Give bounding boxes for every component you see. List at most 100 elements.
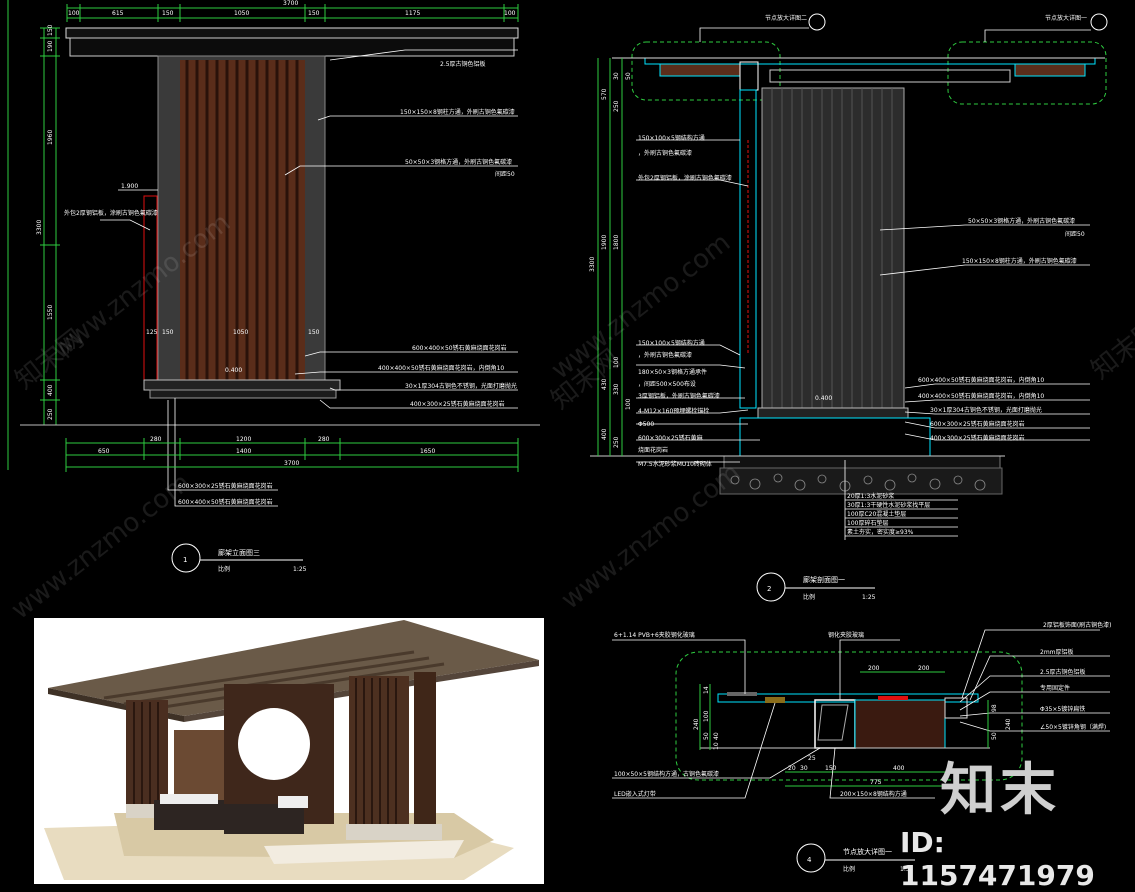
- detail-glass: [727, 692, 757, 696]
- detail-scale: 1:5: [900, 866, 910, 873]
- section-note-l2: ，外刷古铜色氟碳漆: [638, 149, 692, 157]
- detail-dim-l5: 40: [713, 732, 720, 740]
- section-dim-4: 250: [613, 100, 620, 112]
- elev-base-slab: [143, 379, 341, 391]
- section-note-r5: 400×400×50锈石黄麻烧面花岗岩，内倒角10: [918, 392, 1044, 400]
- detail-fixing: [944, 697, 968, 719]
- elev-top-dim-5: 150: [308, 10, 320, 17]
- watermark-logo: 知末: [940, 758, 1060, 823]
- section-base-slab: [757, 407, 909, 419]
- section-note-l9: 4-M12×160预埋螺栓锚栓: [638, 407, 709, 415]
- section-note-l11: 600×300×25锈石黄麻: [638, 434, 703, 442]
- elev-bot-dim-2: 1200: [236, 436, 251, 443]
- elev-top-dim-6: 1175: [405, 10, 420, 17]
- elev-left-dim-2: 190: [47, 40, 54, 52]
- detail-number-circle: [796, 843, 826, 873]
- watermark-site-4: www.znzmo.com: [556, 458, 746, 616]
- detail-note-r5: ∠50×5镀锌角钢（满焊): [1040, 723, 1106, 731]
- elev-level: 1.900: [121, 183, 138, 190]
- section-note-r7: 600×300×25锈石黄麻烧面花岗岩: [930, 420, 1025, 428]
- detail-note-b3: 200×150×8钢结构方通: [840, 790, 907, 798]
- elev-bot-total: 3700: [284, 460, 299, 467]
- elev-note-10: 600×300×25锈石黄麻烧面花岗岩: [178, 482, 273, 490]
- elev-note-3: 50×50×3钢格方通，外刷古铜色氟碳漆: [405, 158, 512, 166]
- elev-note-8: 30×1厚304古铜色不锈钢，光面打磨抛光: [405, 382, 517, 390]
- detail-note-t3: 2厚铝板饰面(刷古铜色漆): [1043, 621, 1112, 629]
- detail-dim-r3: 240: [1005, 718, 1012, 730]
- detail-dim-b2: 30: [800, 765, 808, 772]
- detail-title: 节点放大详图一: [843, 847, 892, 856]
- section-note-l12: 烧面花岗岩: [638, 446, 668, 454]
- detail-note-t2: 钢化夹胶玻璃: [828, 631, 864, 639]
- section-note-l5: ，外刷古铜色氟碳漆: [638, 351, 692, 359]
- detail-top-plate: [717, 693, 979, 703]
- elev-top-dim-3: 150: [162, 10, 174, 17]
- section-dim-7: 100: [613, 356, 620, 368]
- section-roof-line: [644, 57, 1096, 65]
- detail-tag-right: 节点放大详图一: [1045, 14, 1087, 22]
- detail-note-b2: LED嵌入式灯带: [614, 790, 656, 798]
- elev-number: 1: [183, 556, 187, 564]
- section-foundation: [739, 417, 931, 457]
- section-side-post: [739, 89, 757, 409]
- section-number-circle: [756, 572, 786, 602]
- detail-red-plate: [878, 696, 908, 700]
- section-footing: [723, 455, 1001, 469]
- elev-note-11: 600×400×50锈石黄麻烧面花岗岩: [178, 498, 273, 506]
- section-note-l1: 150×100×5钢结构方通: [638, 134, 705, 142]
- detail-bubble-right: [947, 41, 1107, 105]
- detail-note-r2: 2.5厚古铜色铝板: [1040, 668, 1086, 676]
- section-note-l13: M7.5水泥砂浆MU10砖砌体: [638, 460, 712, 468]
- elev-bot2-dim-3: 1650: [420, 448, 435, 455]
- section-roof-member-left: [659, 63, 741, 77]
- elev-title: 廊架立面图三: [218, 548, 260, 557]
- section-note-r6: 30×1厚304古铜色不锈钢，光面打磨抛光: [930, 406, 1042, 414]
- section-roof-joint: [739, 61, 759, 91]
- elev-bot-dim-3: 280: [318, 436, 330, 443]
- detail-dim-t2: 200: [918, 665, 930, 672]
- section-scale: 1:25: [862, 594, 876, 601]
- watermark-site-2: www.znzmo.com: [6, 468, 196, 626]
- elev-note-6: 600×400×50锈石黄麻烧面花岗岩: [412, 344, 507, 352]
- detail-dim-b3: 150: [825, 765, 837, 772]
- section-foundation-3: 100厚C20混凝土垫层: [847, 510, 906, 518]
- detail-dim-l3: 100: [703, 710, 710, 722]
- section-dim-8: 430: [601, 378, 608, 390]
- section-dim-6: 1800: [613, 235, 620, 250]
- watermark-site-3: www.znzmo.com: [546, 228, 736, 386]
- detail-dim-l1: 14: [703, 686, 710, 694]
- detail-note-b1: 100×50×5钢结构方通，古铜色氟碳漆: [614, 770, 719, 778]
- section-dim-total: 3300: [589, 257, 596, 272]
- elev-left-dim-4: 1550: [47, 305, 54, 320]
- drawing-elevation: 100 615 150 1050 150 1175 100 3700 150 1…: [20, 0, 540, 573]
- elev-left-dim-5: 400: [47, 384, 54, 396]
- detail-bubble: [675, 651, 1023, 781]
- detail-led: [765, 697, 785, 703]
- section-dim-2: 30: [613, 72, 620, 80]
- section-note-r8: 400×300×25锈石黄麻烧面花岗岩: [930, 434, 1025, 442]
- detail-note-r3: 专用固定件: [1040, 684, 1070, 692]
- section-note-l4: 150×100×5钢结构方通: [638, 339, 705, 347]
- render-image: [34, 618, 544, 884]
- elev-left-total: 3300: [36, 220, 43, 235]
- section-foundation-2: 30厚1:3干硬性水泥砂浆找平层: [847, 501, 930, 509]
- elev-bot2-dim-2: 1400: [236, 448, 251, 455]
- watermark-id: ID: 1157471979: [900, 826, 1095, 892]
- section-roof-beam: [769, 69, 1011, 83]
- elev-roof-top: [65, 27, 519, 39]
- detail-tag-circle-right: [1090, 13, 1108, 31]
- elev-top-dim-1: 100: [68, 10, 80, 17]
- section-base-level: 0.400: [815, 395, 832, 402]
- elev-mid-dim-1: 125: [146, 329, 158, 336]
- section-dim-12: 250: [613, 436, 620, 448]
- detail-bronze-beam: [854, 699, 946, 749]
- elev-mid-dim-2: 150: [162, 329, 174, 336]
- elev-left-dim-1: 150: [47, 24, 54, 36]
- elev-bot-dim-1: 280: [150, 436, 162, 443]
- detail-note-r1: 2mm厚铝板: [1040, 648, 1074, 656]
- section-note-l7: ，间距500×500布设: [638, 380, 696, 388]
- detail-tag-circle-left: [808, 13, 826, 31]
- elev-top-total: 3700: [283, 0, 298, 7]
- section-note-r3: 150×150×8钢柱方通，外刷古铜色氟碳漆: [962, 257, 1077, 265]
